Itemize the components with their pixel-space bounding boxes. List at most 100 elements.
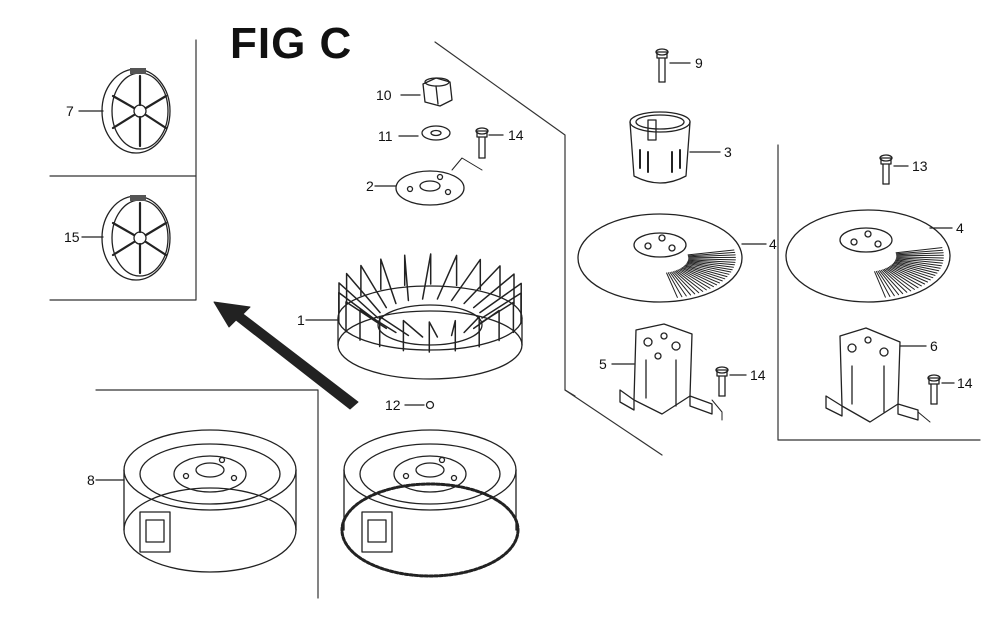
shroud-fin: [685, 263, 730, 275]
shroud-fins: [874, 247, 944, 298]
shroud-fin: [687, 261, 733, 271]
shroud-fin: [675, 270, 704, 292]
callout-7: 7: [66, 103, 74, 119]
shroud-fin: [893, 262, 936, 276]
shroud-fin: [674, 270, 700, 294]
starter-cup-3: [629, 111, 721, 184]
shroud-fin: [880, 269, 904, 295]
shroud-fin: [672, 271, 696, 295]
shroud-fin: [896, 254, 944, 257]
starter-pulley-15: [81, 195, 171, 281]
callout-2: 2: [366, 178, 374, 194]
fan-blades: [338, 253, 522, 353]
shroud-fin: [895, 258, 943, 264]
shroud-fin: [896, 252, 944, 256]
shroud-fin: [683, 266, 723, 282]
bolt-14-right: [917, 374, 955, 423]
callout-10: 10: [376, 87, 392, 103]
shroud-fin: [687, 251, 736, 257]
bolt-9: [655, 48, 691, 83]
callout-4-center: 4: [769, 236, 777, 252]
fan-blade: [463, 316, 480, 348]
pulley-bracket-6: [825, 327, 927, 423]
flywheel-12: [340, 429, 520, 578]
callout-5: 5: [599, 356, 607, 372]
fan-blade: [436, 254, 458, 300]
shroud-fin: [686, 262, 732, 273]
flywheel-nut-10: [400, 77, 453, 107]
fan-blade: [450, 319, 457, 352]
shroud-fin: [896, 257, 944, 261]
callout-14-upper: 14: [508, 127, 524, 143]
washer-11: [398, 125, 451, 141]
shroud-fin: [883, 268, 912, 292]
fan-blade: [479, 282, 522, 315]
shroud-fin: [895, 247, 943, 254]
bolt-14-middle: [711, 366, 747, 421]
shroud-fin: [688, 254, 736, 258]
fan-plate-2: [374, 157, 483, 206]
fan-blade: [359, 309, 397, 341]
shroud-fin: [889, 266, 926, 285]
callout-11: 11: [378, 128, 393, 144]
cooling-fan-1: [305, 253, 523, 380]
bolt-13: [879, 154, 909, 185]
callout-9: 9: [695, 55, 703, 71]
fan-blade: [450, 258, 482, 302]
callout-6: 6: [930, 338, 938, 354]
shroud-fin: [687, 249, 735, 256]
callout-13: 13: [912, 158, 928, 174]
shroud-fin: [890, 265, 928, 283]
shroud-fin: [682, 267, 720, 284]
shroud-fin: [678, 269, 711, 289]
shroud-fin: [892, 263, 934, 279]
callout-14-right: 14: [957, 375, 973, 391]
shroud-fin: [667, 272, 683, 298]
shroud-disc-4-center: [577, 213, 767, 303]
shroud-fin: [886, 267, 919, 289]
shroud-fin: [895, 259, 942, 267]
shroud-fin: [896, 256, 944, 259]
callout-12-marker: [404, 400, 435, 410]
callout-8: 8: [87, 472, 95, 488]
fan-blade: [380, 258, 397, 305]
fan-blade: [345, 272, 381, 314]
shroud-fin: [669, 271, 687, 297]
shroud-fin: [887, 266, 922, 287]
shroud-fin: [885, 268, 915, 290]
fan-blade: [421, 253, 432, 300]
shroud-fin: [671, 271, 692, 296]
shroud-fin: [877, 270, 895, 297]
shroud-fin: [684, 265, 726, 280]
shroud-fin: [891, 264, 931, 281]
shroud-fin: [879, 270, 900, 296]
bolt-14-upper: [475, 127, 504, 159]
shroud-fin: [895, 249, 944, 255]
shroud-fin: [687, 261, 734, 268]
shroud-fin: [688, 259, 736, 263]
fan-blade: [338, 282, 379, 319]
shroud-fin: [874, 271, 886, 298]
shroud-fins: [666, 249, 736, 298]
shroud-fin: [685, 264, 728, 278]
shroud-fin: [882, 269, 908, 293]
shroud-fin: [677, 269, 707, 291]
fan-blade: [463, 265, 501, 305]
flywheel-8: [95, 429, 297, 573]
shroud-fin: [894, 261, 940, 272]
callout-1: 1: [297, 312, 305, 328]
fan-blade: [403, 254, 410, 302]
fan-blade: [360, 264, 388, 309]
fan-blade: [378, 315, 410, 348]
shroud-disc-4-right: [785, 209, 953, 303]
shroud-fin: [687, 260, 735, 266]
shroud-fin: [679, 268, 714, 288]
shroud-fin: [893, 262, 938, 274]
callout-3: 3: [724, 144, 732, 160]
pulley-bracket-5: [611, 323, 713, 415]
direction-arrow: [213, 301, 359, 410]
shroud-fin: [875, 270, 891, 297]
shroud-fin: [666, 272, 678, 298]
